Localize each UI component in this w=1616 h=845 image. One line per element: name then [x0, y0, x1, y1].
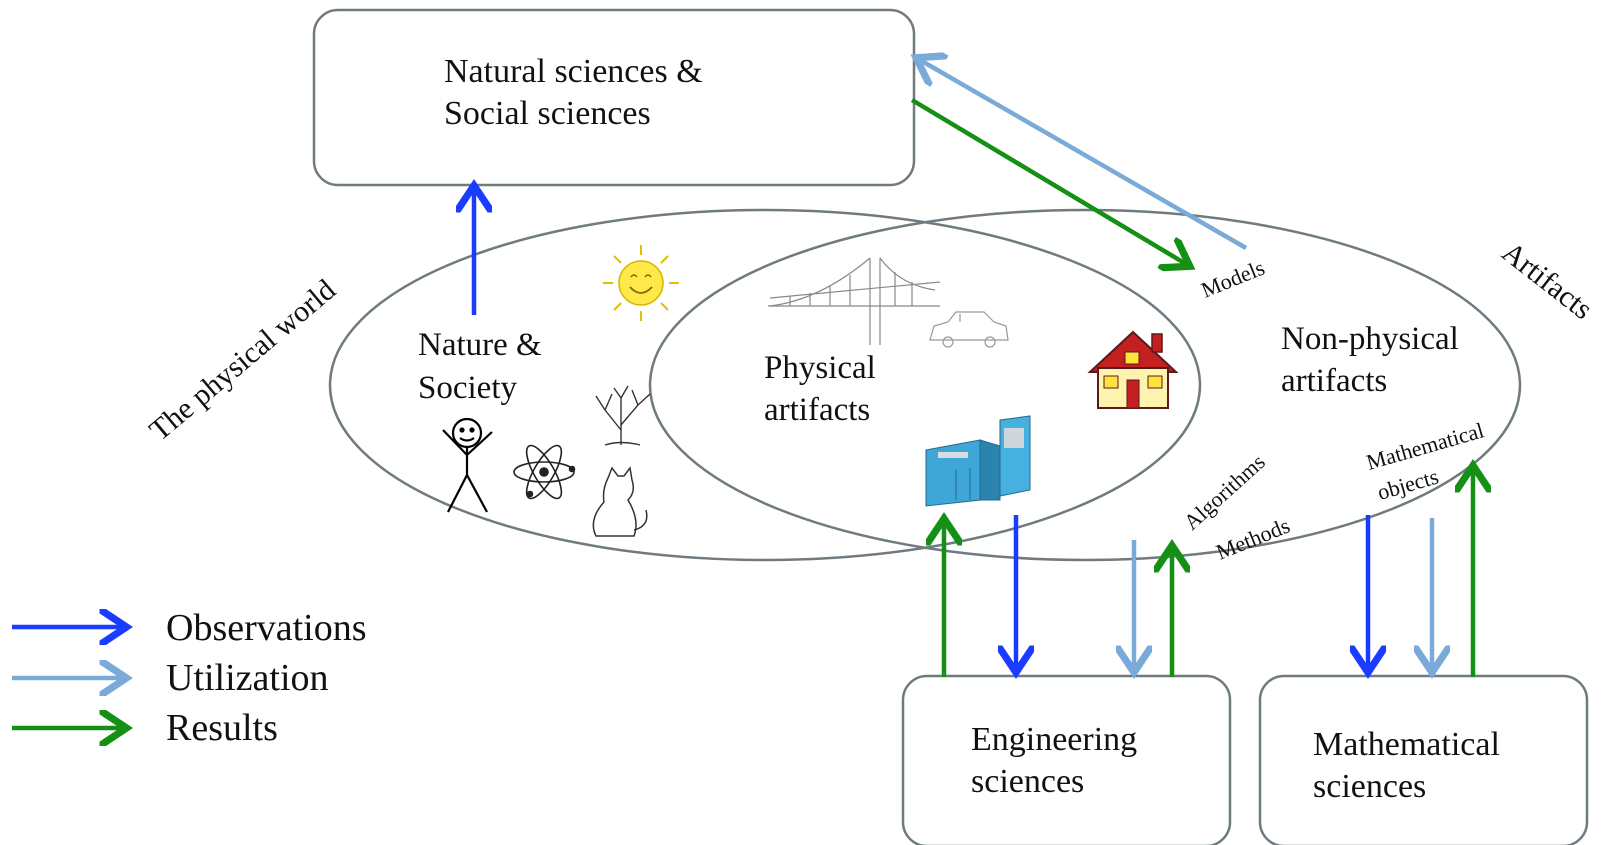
cat-icon	[592, 466, 648, 537]
results-arrow-models	[910, 98, 1186, 264]
legend-results-label: Results	[166, 707, 278, 749]
mathematical-line1: Mathematical	[1313, 726, 1500, 763]
mathematical-line2: sciences	[1313, 768, 1426, 805]
artifacts-ellipse	[648, 208, 1522, 562]
natural-sciences-line1: Natural sciences &	[444, 53, 703, 90]
engineering-line2: sciences	[971, 763, 1084, 800]
physical-world-ellipse	[328, 208, 1202, 562]
sun-icon	[603, 245, 679, 321]
bridge-icon	[768, 257, 941, 345]
artifacts-label: Artifacts	[1496, 236, 1599, 327]
engineering-line1: Engineering	[971, 721, 1137, 758]
stick-figure-icon	[442, 417, 493, 513]
nature-society-line2: Society	[418, 370, 517, 406]
legend-observations-label: Observations	[166, 607, 367, 649]
natural-sciences-line2: Social sciences	[444, 95, 651, 132]
physical-world-label: The physical world	[143, 273, 342, 447]
legend: Observations Utilization Results	[12, 607, 367, 749]
models-label: Models	[1198, 255, 1269, 303]
house-icon	[1087, 330, 1179, 409]
physical-artifacts-line1: Physical	[764, 350, 876, 386]
methods-label: Methods	[1213, 513, 1294, 565]
atom-icon	[513, 444, 576, 500]
nature-society-line1: Nature &	[418, 327, 542, 363]
utilization-arrow-models	[920, 60, 1248, 250]
physical-artifacts-line2: artifacts	[764, 392, 870, 428]
natural-sciences-box	[312, 8, 916, 187]
non-physical-artifacts-line2: artifacts	[1281, 363, 1387, 399]
tree-icon	[595, 385, 651, 446]
computer-icon	[925, 415, 1031, 507]
algorithms-label: Algorithms	[1179, 449, 1270, 535]
car-icon	[929, 311, 1009, 348]
engineering-sciences-box	[901, 674, 1232, 845]
non-physical-artifacts-line1: Non-physical	[1281, 321, 1459, 357]
legend-utilization-label: Utilization	[166, 657, 329, 699]
